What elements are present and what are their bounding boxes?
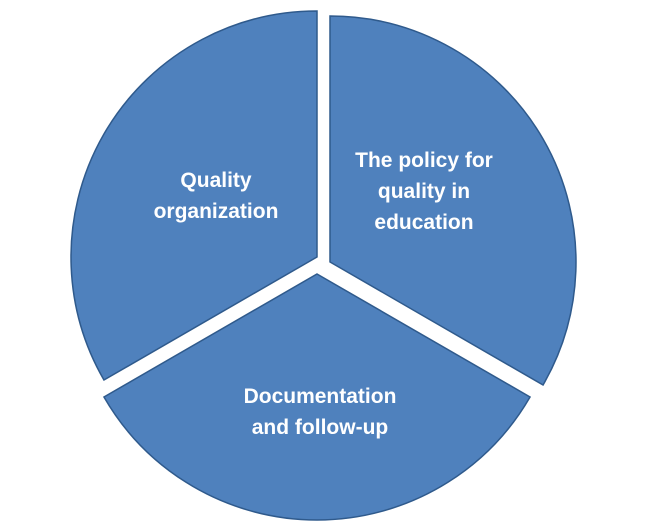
- segment-documentation-follow-up: [102, 273, 532, 521]
- segment-label-line: Documentation: [244, 385, 397, 408]
- segment-label-line: quality in: [378, 180, 470, 203]
- diagram-segments: [70, 10, 577, 521]
- segment-label-line: and follow-up: [252, 416, 388, 439]
- segment-label-line: organization: [154, 200, 279, 223]
- segment-policy-for-quality: [329, 15, 577, 387]
- segment-label-line: education: [374, 211, 473, 234]
- segment-label-quality-organization: Quality organization: [154, 169, 279, 223]
- diagram-labels: Quality organization The policy for quality…: [154, 149, 493, 439]
- segment-label-line: Quality: [180, 169, 252, 192]
- segment-label-documentation-follow-up: Documentation and follow-up: [244, 385, 397, 439]
- segment-label-line: The policy for: [355, 149, 493, 172]
- segment-label-policy-for-quality: The policy for quality in education: [355, 149, 493, 234]
- segment-quality-organization: [70, 10, 318, 382]
